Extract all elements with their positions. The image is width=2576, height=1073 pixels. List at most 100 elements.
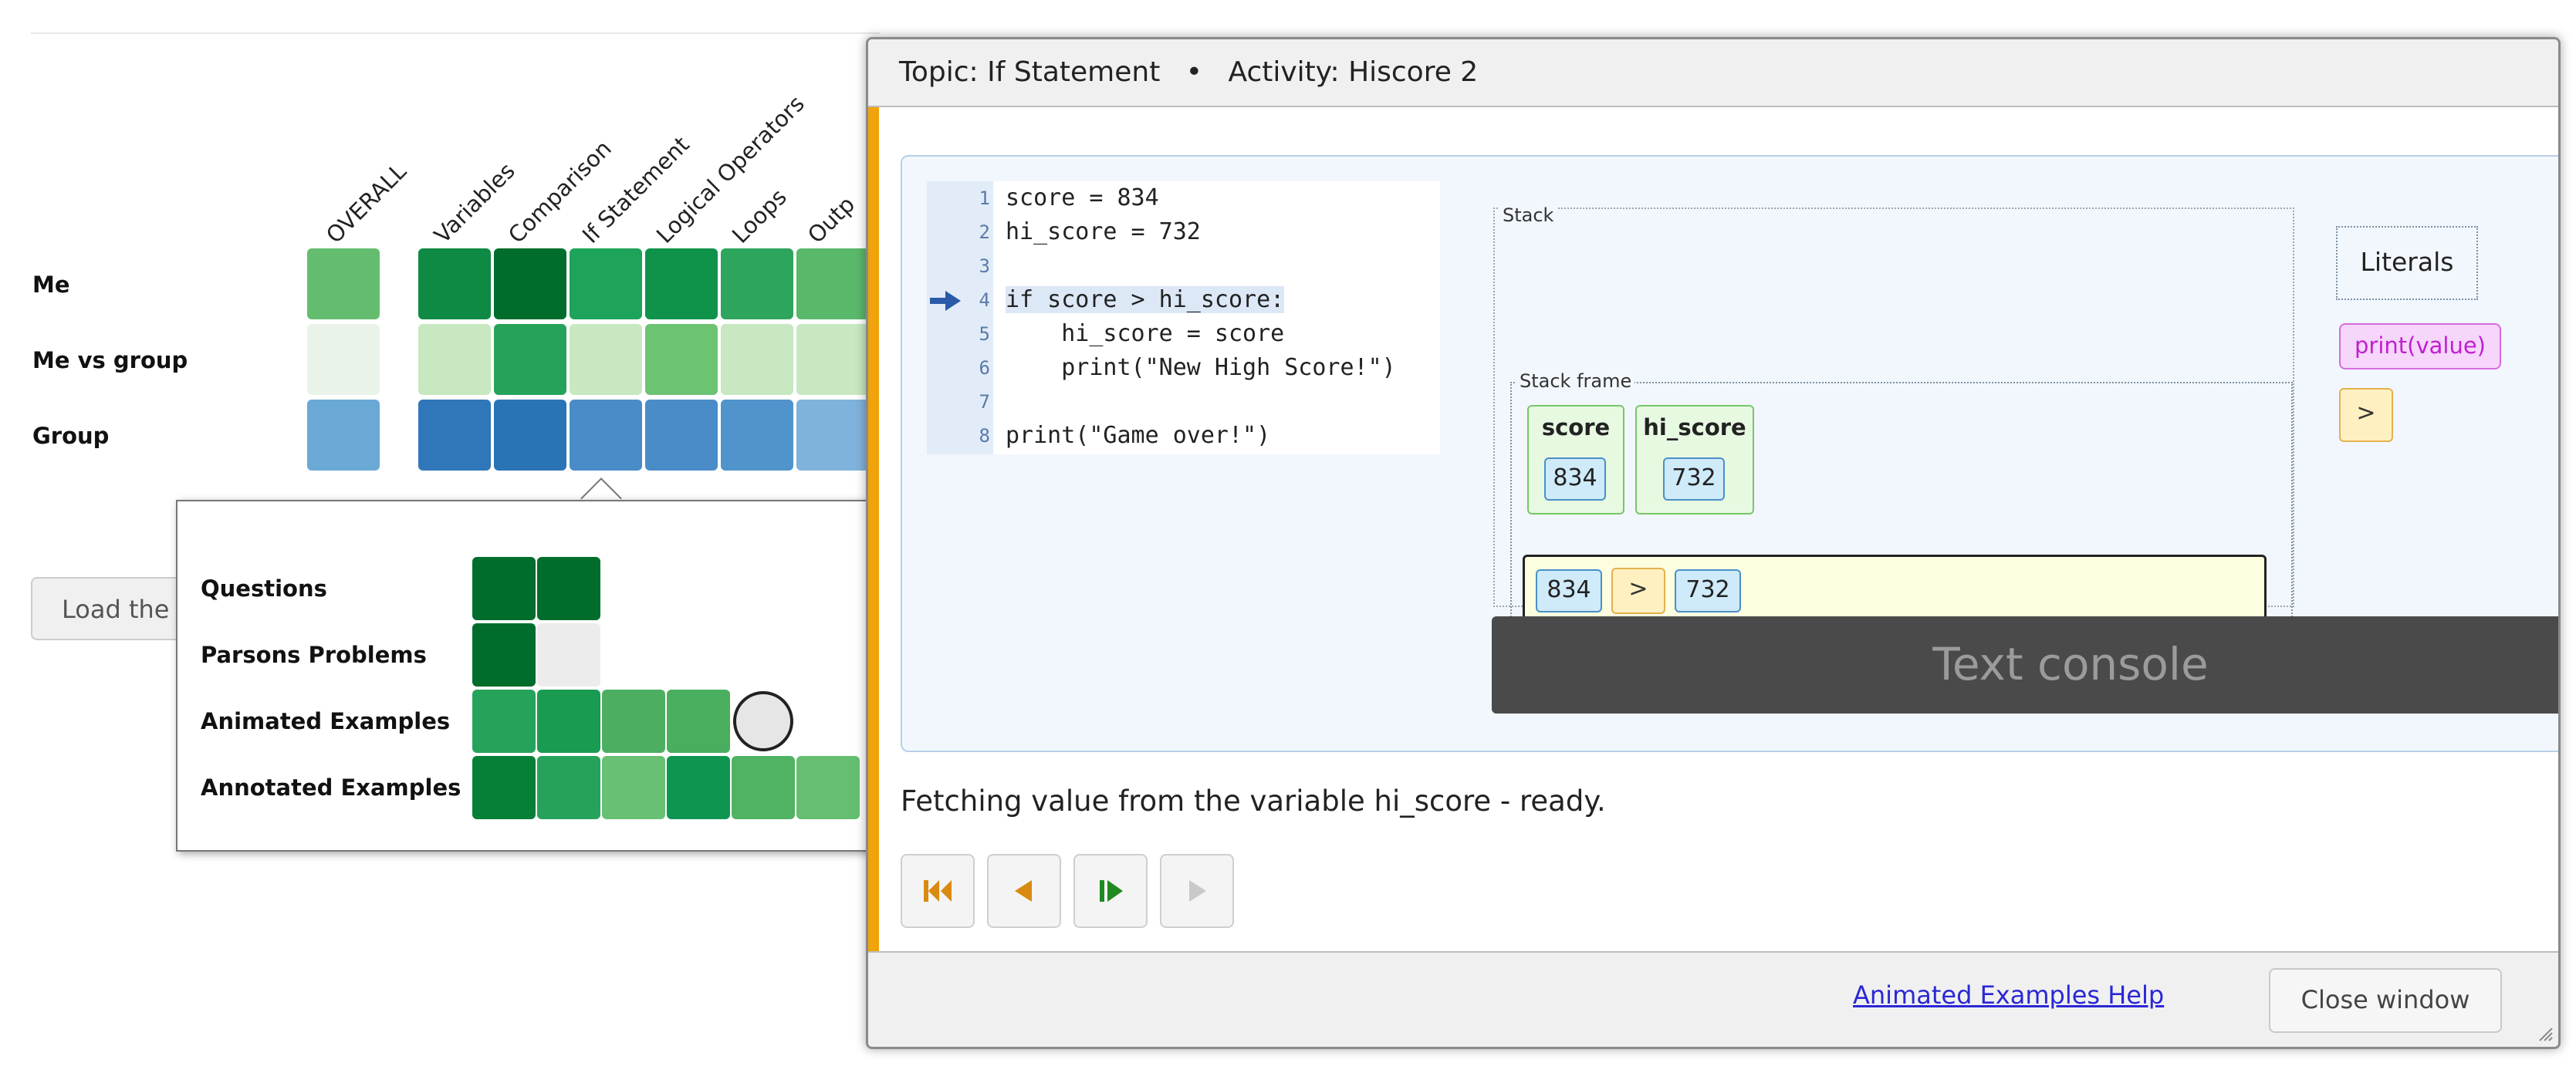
first-step-button[interactable] bbox=[901, 854, 975, 928]
play-button[interactable] bbox=[1160, 854, 1234, 928]
code-line: 6 print("New High Score!") bbox=[927, 351, 1440, 385]
popup-label-annotated: Annotated Examples bbox=[201, 774, 461, 801]
code-text: score = 834 bbox=[1006, 184, 1159, 211]
activity-cell[interactable] bbox=[667, 690, 730, 753]
activity-prefix: Activity: bbox=[1228, 56, 1340, 88]
line-number: 8 bbox=[979, 425, 990, 447]
heatmap-cell[interactable] bbox=[418, 400, 491, 471]
animated-examples-help-link[interactable]: Animated Examples Help bbox=[1853, 980, 2165, 1010]
heatmap-cell[interactable] bbox=[494, 400, 566, 471]
expression-right-value: 732 bbox=[1675, 569, 1741, 612]
code-text: hi_score = score bbox=[1006, 320, 1285, 347]
line-number: 6 bbox=[979, 357, 990, 379]
variable-value: 732 bbox=[1663, 457, 1725, 501]
activity-cell[interactable] bbox=[602, 690, 665, 753]
heatmap-cell[interactable] bbox=[570, 324, 642, 395]
activity-name: Hiscore 2 bbox=[1348, 56, 1479, 88]
line-number: 7 bbox=[979, 391, 990, 413]
topic-name: If Statement bbox=[987, 56, 1161, 88]
previous-step-button[interactable] bbox=[987, 854, 1061, 928]
activity-cell[interactable] bbox=[537, 690, 600, 753]
variable-name: score bbox=[1541, 414, 1611, 440]
heatmap-cell[interactable] bbox=[645, 324, 718, 395]
variable-value: 834 bbox=[1544, 457, 1606, 501]
divider-line bbox=[31, 32, 880, 34]
column-label-output: Outp bbox=[802, 191, 860, 248]
text-console: Text console bbox=[1492, 616, 2558, 714]
title-separator: • bbox=[1185, 56, 1203, 88]
step-back-icon bbox=[1015, 880, 1032, 902]
heatmap-cell[interactable] bbox=[307, 400, 380, 471]
play-icon bbox=[1189, 880, 1206, 902]
literals-label: Literals bbox=[2336, 226, 2478, 300]
line-gutter bbox=[927, 181, 993, 454]
activity-cell[interactable] bbox=[472, 690, 536, 753]
next-step-button[interactable] bbox=[1073, 854, 1148, 928]
heatmap-cell[interactable] bbox=[721, 248, 793, 319]
heatmap-cell[interactable] bbox=[721, 400, 793, 471]
load-button[interactable]: Load the bbox=[31, 577, 185, 640]
heatmap-cell[interactable] bbox=[570, 400, 642, 471]
heatmap-cell[interactable] bbox=[494, 324, 566, 395]
column-label-variables: Variables bbox=[428, 157, 520, 248]
code-line: 8 print("Game over!") bbox=[927, 419, 1440, 453]
heatmap-cell[interactable] bbox=[645, 248, 718, 319]
code-line: 5 hi_score = score bbox=[927, 317, 1440, 351]
popup-label-questions: Questions bbox=[201, 575, 327, 602]
heatmap-cell[interactable] bbox=[418, 324, 491, 395]
row-label-group: Group bbox=[32, 423, 110, 449]
activity-cell[interactable] bbox=[732, 756, 795, 819]
activity-cell[interactable] bbox=[602, 756, 665, 819]
heatmap-cell[interactable] bbox=[307, 324, 380, 395]
code-line: 7 bbox=[927, 385, 1440, 419]
activity-cell[interactable] bbox=[472, 557, 536, 620]
column-label-logical-operators: Logical Operators bbox=[651, 90, 810, 248]
text-console-placeholder: Text console bbox=[1932, 638, 2209, 690]
expression-left-value: 834 bbox=[1536, 569, 1602, 612]
heatmap-cell[interactable] bbox=[796, 324, 869, 395]
activity-cell[interactable] bbox=[472, 623, 536, 687]
close-window-button[interactable]: Close window bbox=[2269, 968, 2502, 1033]
code-text: if score > hi_score: bbox=[1006, 286, 1285, 313]
heatmap-cell[interactable] bbox=[645, 400, 718, 471]
step-forward-icon bbox=[1100, 880, 1123, 902]
literal-operator: > bbox=[2339, 388, 2393, 442]
heatmap-cell[interactable] bbox=[494, 248, 566, 319]
activity-cell[interactable] bbox=[537, 557, 600, 620]
resize-grip-icon[interactable] bbox=[2535, 1024, 2554, 1042]
animated-example-window: Topic: If Statement • Activity: Hiscore … bbox=[866, 37, 2561, 1049]
variable-name: hi_score bbox=[1643, 414, 1746, 440]
current-activity-marker[interactable] bbox=[733, 691, 793, 751]
line-number: 1 bbox=[979, 187, 990, 209]
expression-operator: > bbox=[1611, 568, 1665, 614]
accent-bar bbox=[868, 107, 879, 990]
topic-prefix: Topic: bbox=[899, 56, 979, 88]
activity-cell[interactable] bbox=[667, 756, 730, 819]
activity-cell[interactable] bbox=[796, 756, 860, 819]
heatmap-cell[interactable] bbox=[721, 324, 793, 395]
window-footer: Animated Examples Help Close window bbox=[868, 951, 2558, 1047]
stack-frame: Stack frame score 834 hi_score 732 834 >… bbox=[1510, 370, 2293, 647]
code-text: print("Game over!") bbox=[1006, 422, 1271, 449]
activity-cell[interactable] bbox=[537, 623, 600, 687]
line-number: 2 bbox=[979, 221, 990, 243]
literal-print-function: print(value) bbox=[2339, 323, 2501, 369]
heatmap-cell[interactable] bbox=[307, 248, 380, 319]
column-label-overall: OVERALL bbox=[320, 157, 412, 248]
variable-hi-score: hi_score 732 bbox=[1635, 405, 1754, 515]
popup-label-animated: Animated Examples bbox=[201, 708, 451, 734]
row-label-me: Me bbox=[32, 272, 70, 298]
heatmap-cell[interactable] bbox=[570, 248, 642, 319]
window-title: Topic: If Statement • Activity: Hiscore … bbox=[868, 39, 2558, 107]
heatmap-cell[interactable] bbox=[796, 248, 869, 319]
activity-cell[interactable] bbox=[537, 756, 600, 819]
status-message: Fetching value from the variable hi_scor… bbox=[901, 785, 1606, 818]
activity-cell[interactable] bbox=[472, 756, 536, 819]
heatmap-cell[interactable] bbox=[796, 400, 869, 471]
topic-detail-popup: Questions Parsons Problems Animated Exam… bbox=[176, 500, 889, 852]
heatmap-cell[interactable] bbox=[418, 248, 491, 319]
